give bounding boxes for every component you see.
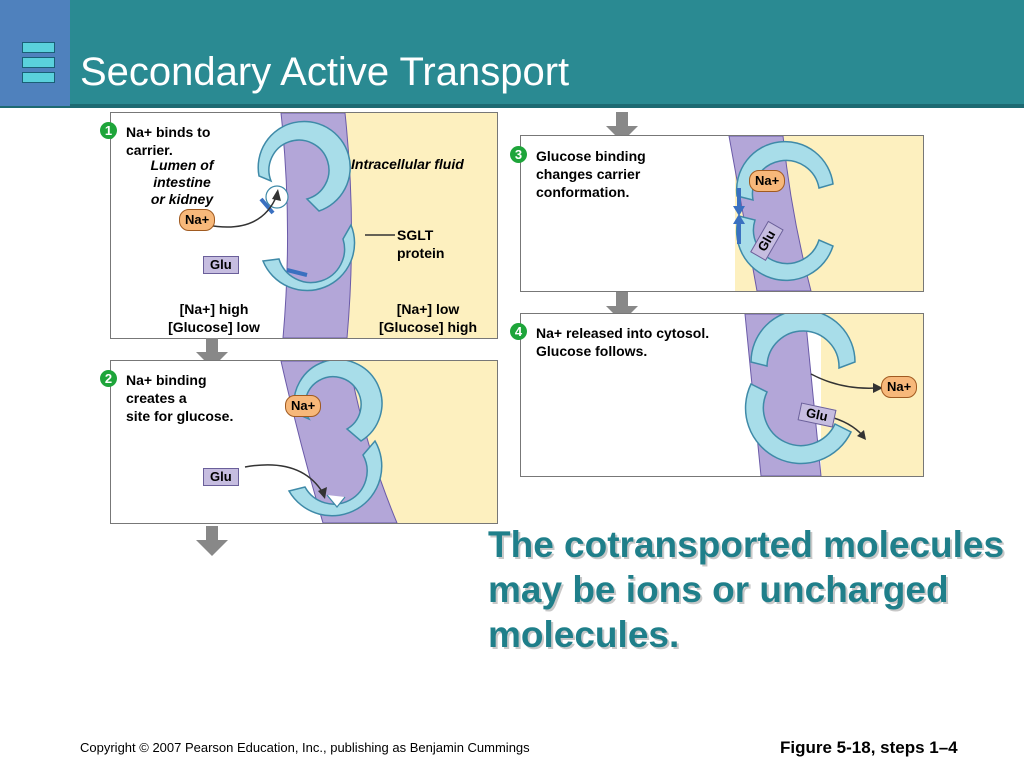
sodium-ion: Na+ [881, 376, 918, 398]
panel-3-caption-line1: Glucose binding [536, 148, 646, 164]
lumen-label-line3: or kidney [150, 191, 214, 207]
body-text-line3: molecules. [488, 614, 680, 655]
header-bar [0, 0, 1024, 104]
glucose-molecule: Glu [203, 256, 239, 274]
panel-step-1: 1 Na+ binds to carrier. Lumen of intesti… [110, 112, 498, 339]
sglt-label-line2: protein [397, 245, 445, 261]
panel-4-caption-line1: Na+ released into cytosol. [536, 325, 710, 341]
right-concentration-line1: [Na+] low [396, 301, 460, 317]
slide-body-text: The cotransported molecules may be ions … [488, 522, 1024, 657]
sodium-ion: Na+ [179, 209, 216, 231]
panel-step-3: Glucose binding changes carrier conforma… [520, 135, 924, 292]
panel-2-caption-line3: site for glucose. [126, 408, 234, 424]
intracellular-fluid-label: Intracellular fluid [351, 156, 464, 172]
copyright-notice: Copyright © 2007 Pearson Education, Inc.… [80, 740, 530, 755]
panel-1-caption-line1: Na+ binds to [126, 124, 211, 140]
panel-step-4: Na+ released into cytosol. Glucose follo… [520, 313, 924, 477]
panel-1-caption-line2: carrier. [126, 142, 173, 158]
figure-label: Figure 5-18, steps 1–4 [780, 738, 958, 757]
panel-4-diagram [744, 314, 923, 476]
body-text-line1: The cotransported molecules [488, 524, 1005, 565]
slide-logo-block [0, 0, 70, 106]
panel-3-caption-line2: changes carrier [536, 166, 641, 182]
step-badge-4: 4 [510, 323, 527, 340]
step-badge-3: 3 [510, 146, 527, 163]
header-underline [0, 104, 1024, 108]
panel-3-caption-line3: conformation. [536, 184, 630, 200]
panel-step-2: Na+ binding creates a site for glucose. … [110, 360, 498, 524]
slide-title: Secondary Active Transport [80, 50, 570, 94]
sodium-ion: Na+ [285, 395, 322, 417]
lumen-label-line2: intestine [153, 174, 211, 190]
panel-2-diagram [244, 361, 497, 523]
left-concentration-line1: [Na+] high [179, 301, 249, 317]
logo-bar-icon [22, 42, 55, 53]
body-text-line2: may be ions or uncharged [488, 569, 949, 610]
glucose-molecule: Glu [203, 468, 239, 486]
sodium-ion: Na+ [749, 170, 786, 192]
panel-2-caption-line1: Na+ binding [126, 372, 207, 388]
panel-2-caption-line2: creates a [126, 390, 187, 406]
sglt-label-line1: SGLT [397, 227, 434, 243]
step-badge-2: 2 [100, 370, 117, 387]
panel-1-diagram [206, 113, 497, 338]
logo-bar-icon [22, 72, 55, 83]
right-concentration-line2: [Glucose] high [379, 319, 477, 335]
logo-bar-icon [22, 57, 55, 68]
left-concentration-line2: [Glucose] low [168, 319, 260, 335]
down-arrow-icon [606, 112, 638, 142]
down-arrow-icon [196, 526, 228, 556]
lumen-label-line1: Lumen of [150, 157, 214, 173]
step-badge-1-marker: 1 [100, 122, 117, 139]
panel-4-caption-line2: Glucose follows. [536, 343, 648, 359]
